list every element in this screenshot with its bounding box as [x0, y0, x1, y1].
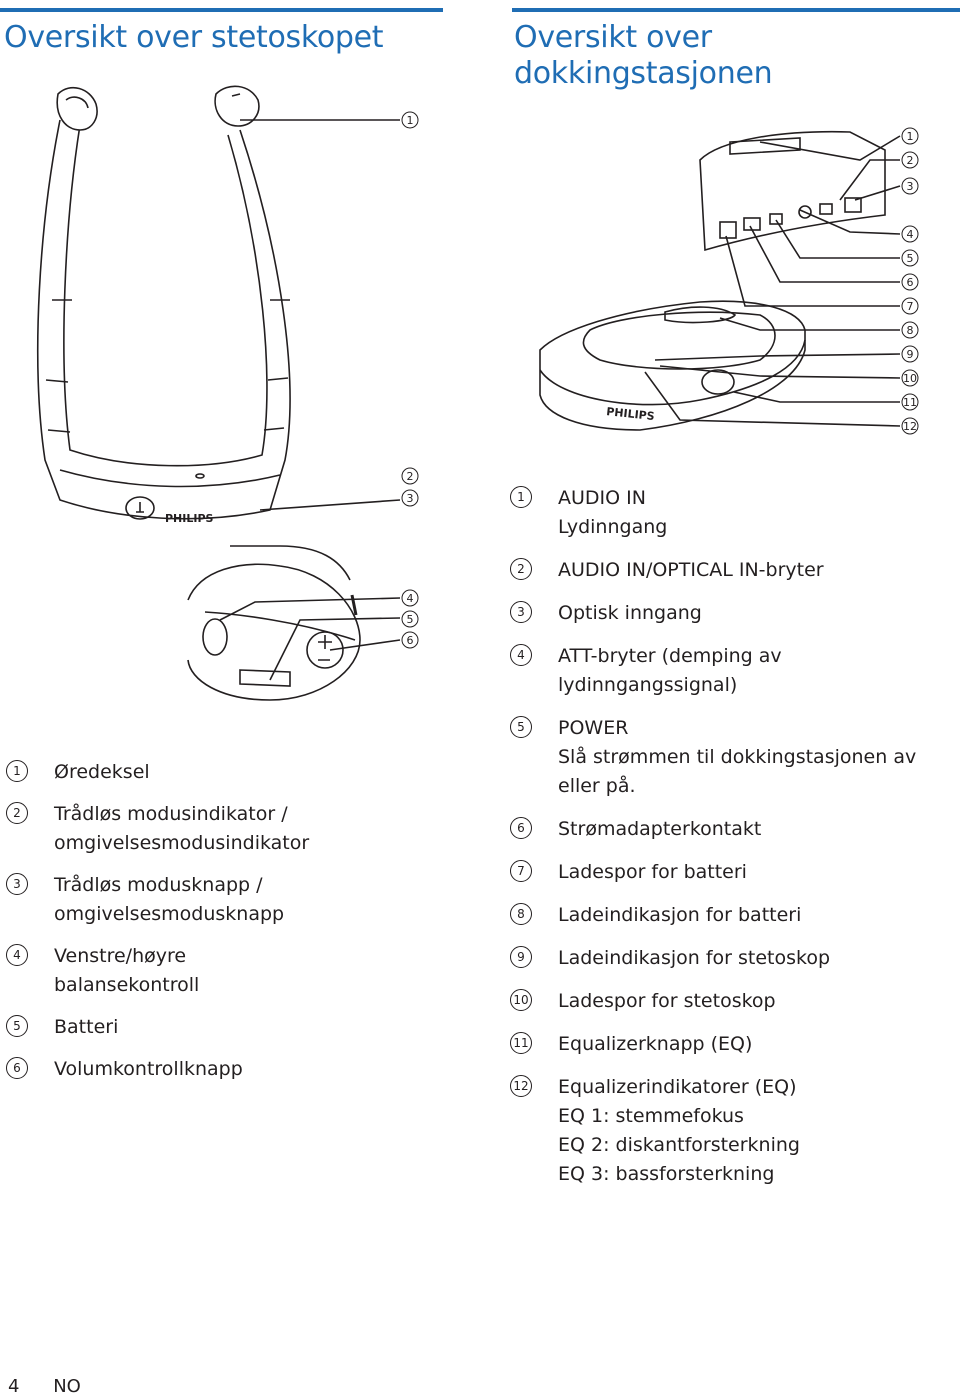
item-number-badge: 3	[510, 601, 532, 623]
item-label: Strømadapterkontakt	[558, 818, 762, 840]
item-number-badge: 1	[6, 760, 28, 782]
item-label: Ladespor for stetoskop	[558, 990, 776, 1012]
legend-item: 4 Venstre/høyre balansekontroll	[6, 942, 336, 1000]
left-title-rule	[0, 8, 443, 12]
stethoscope-callout-3: 3	[407, 492, 414, 505]
right-title-rule	[512, 8, 960, 12]
stethoscope-callout-6: 6	[407, 634, 414, 647]
left-section-title: Oversikt over stetoskopet	[4, 20, 384, 55]
item-label: Equalizerknapp (EQ)	[558, 1033, 753, 1055]
legend-item: 3 Optisk inngang	[510, 599, 955, 628]
item-number-badge: 4	[6, 944, 28, 966]
dock-callout-1: 1	[907, 130, 914, 143]
item-number-badge: 9	[510, 946, 532, 968]
item-label: Ladespor for batteri	[558, 861, 747, 883]
legend-item: 3 Trådløs modusknapp / omgivelsesmoduskn…	[6, 871, 336, 929]
legend-item: 2 AUDIO IN/OPTICAL IN-bryter	[510, 556, 955, 585]
item-label: Ladeindikasjon for batteri	[558, 904, 802, 926]
item-label: Venstre/høyre balansekontroll	[54, 945, 200, 996]
right-section-title: Oversikt over dokkingstasjonen	[514, 20, 773, 91]
legend-item: 5 Batteri	[6, 1013, 336, 1042]
language-code: NO	[53, 1376, 81, 1397]
legend-item: 4 ATT-bryter (demping av lydinngangssign…	[510, 642, 955, 700]
item-number-badge: 7	[510, 860, 532, 882]
item-label: Trådløs modusknapp / omgivelsesmodusknap…	[54, 874, 285, 925]
item-number-badge: 1	[510, 486, 532, 508]
legend-item: 12 Equalizerindikatorer (EQ) EQ 1: stemm…	[510, 1073, 955, 1189]
legend-item: 1 AUDIO IN Lydinngang	[510, 484, 955, 542]
legend-item: 9 Ladeindikasjon for stetoskop	[510, 944, 955, 973]
item-label: AUDIO IN/OPTICAL IN-bryter	[558, 559, 824, 581]
stethoscope-callout-4: 4	[407, 592, 414, 605]
legend-item: 6 Strømadapterkontakt	[510, 815, 955, 844]
item-number-badge: 10	[510, 989, 532, 1011]
legend-item: 2 Trådløs modusindikator / omgivelsesmod…	[6, 800, 336, 858]
item-label: Ladeindikasjon for stetoskop	[558, 947, 831, 969]
item-label: Volumkontrollknapp	[54, 1058, 243, 1080]
dock-callout-9: 9	[907, 348, 914, 361]
item-description: Lydinngang	[558, 516, 668, 538]
stethoscope-callout-1: 1	[407, 114, 414, 127]
legend-item: 7 Ladespor for batteri	[510, 858, 955, 887]
stethoscope-callout-2: 2	[407, 470, 414, 483]
item-label: POWER	[558, 717, 629, 739]
item-description: EQ 2: diskantforsterkning	[558, 1134, 800, 1156]
item-label: Optisk inngang	[558, 602, 702, 624]
item-label: Batteri	[54, 1016, 119, 1038]
item-number-badge: 11	[510, 1032, 532, 1054]
dock-callout-3: 3	[907, 180, 914, 193]
legend-item: 5 POWER Slå strømmen til dokkingstasjone…	[510, 714, 955, 801]
legend-item: 1 Øredeksel	[6, 758, 336, 787]
item-number-badge: 4	[510, 644, 532, 666]
item-number-badge: 5	[6, 1015, 28, 1037]
item-description: Slå strømmen til dokkingstasjonen av ell…	[558, 746, 917, 797]
item-label: ATT-bryter (demping av lydinngangssignal…	[558, 645, 782, 696]
item-description: EQ 1: stemmefokus	[558, 1105, 744, 1127]
item-number-badge: 2	[510, 558, 532, 580]
legend-item: 6 Volumkontrollknapp	[6, 1055, 336, 1084]
item-label: AUDIO IN	[558, 487, 646, 509]
item-number-badge: 6	[6, 1057, 28, 1079]
legend-item: 8 Ladeindikasjon for batteri	[510, 901, 955, 930]
dock-callout-8: 8	[907, 324, 914, 337]
stethoscope-brand: PHILIPS	[165, 512, 214, 525]
dock-callout-10: 10	[903, 372, 917, 385]
stethoscope-callout-5: 5	[407, 613, 414, 626]
item-label: Equalizerindikatorer (EQ)	[558, 1076, 797, 1098]
dock-legend: 1 AUDIO IN Lydinngang 2 AUDIO IN/OPTICAL…	[510, 484, 955, 1189]
item-label: Øredeksel	[54, 761, 150, 783]
dock-callout-5: 5	[907, 252, 914, 265]
item-number-badge: 6	[510, 817, 532, 839]
item-number-badge: 5	[510, 716, 532, 738]
stethoscope-legend: 1 Øredeksel 2 Trådløs modusindikator / o…	[6, 758, 336, 1084]
dock-callout-7: 7	[907, 300, 914, 313]
page-number: 4	[8, 1376, 20, 1397]
item-number-badge: 3	[6, 873, 28, 895]
item-number-badge: 12	[510, 1075, 532, 1097]
legend-item: 10 Ladespor for stetoskop	[510, 987, 955, 1016]
docking-station-illustration: PHILIPS 1 2 3 4 5 6 7 8 9 10 11 12	[539, 127, 919, 435]
dock-callout-6: 6	[907, 276, 914, 289]
item-number-badge: 2	[6, 802, 28, 824]
dock-callout-4: 4	[907, 228, 914, 241]
legend-item: 11 Equalizerknapp (EQ)	[510, 1030, 955, 1059]
dock-callout-11: 11	[903, 396, 917, 409]
dock-brand: PHILIPS	[606, 405, 656, 423]
item-number-badge: 8	[510, 903, 532, 925]
item-description: EQ 3: bassforsterkning	[558, 1163, 775, 1185]
item-label: Trådløs modusindikator / omgivelsesmodus…	[54, 803, 310, 854]
dock-callout-12: 12	[903, 420, 917, 433]
page-footer: 4 NO	[8, 1376, 81, 1397]
dock-callout-2: 2	[907, 154, 914, 167]
stethoscope-illustration: PHILIPS 1 2 3 4 5 6	[36, 85, 419, 701]
